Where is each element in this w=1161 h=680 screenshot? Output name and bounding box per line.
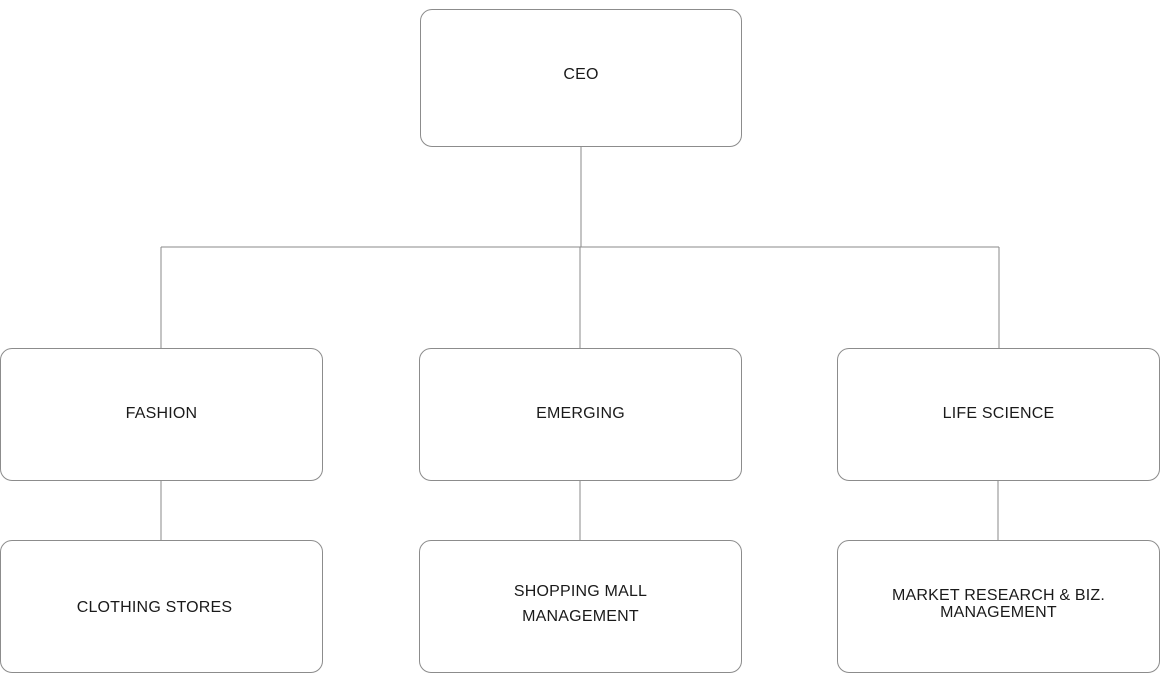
node-emerging-label: EMERGING	[536, 405, 625, 423]
node-life-science-label: LIFE SCIENCE	[942, 405, 1055, 423]
node-shopping-mall-label-line2: MANAGEMENT	[522, 607, 639, 625]
node-clothing-stores: CLOTHING STORES	[0, 540, 323, 673]
node-market-research-label-line1: MARKET RESEARCH & BIZ.	[891, 586, 1106, 604]
node-fashion: FASHION	[0, 348, 323, 481]
node-shopping-mall-management: SHOPPING MALL MANAGEMENT	[419, 540, 742, 673]
node-life-science: LIFE SCIENCE	[837, 348, 1160, 481]
node-ceo: CEO	[420, 9, 742, 147]
node-shopping-mall-label-group: SHOPPING MALL MANAGEMENT	[514, 582, 647, 632]
node-market-research-label-line2: MANAGEMENT	[940, 603, 1057, 621]
node-fashion-label: FASHION	[125, 405, 198, 423]
node-market-research-label-group: MARKET RESEARCH & BIZ. MANAGEMENT	[892, 587, 1105, 624]
node-market-research-management: MARKET RESEARCH & BIZ. MANAGEMENT	[837, 540, 1160, 673]
node-shopping-mall-label-line1: SHOPPING MALL	[513, 582, 648, 600]
node-clothing-stores-label: CLOTHING STORES	[76, 599, 233, 617]
node-emerging: EMERGING	[419, 348, 742, 481]
node-ceo-label: CEO	[563, 65, 599, 83]
